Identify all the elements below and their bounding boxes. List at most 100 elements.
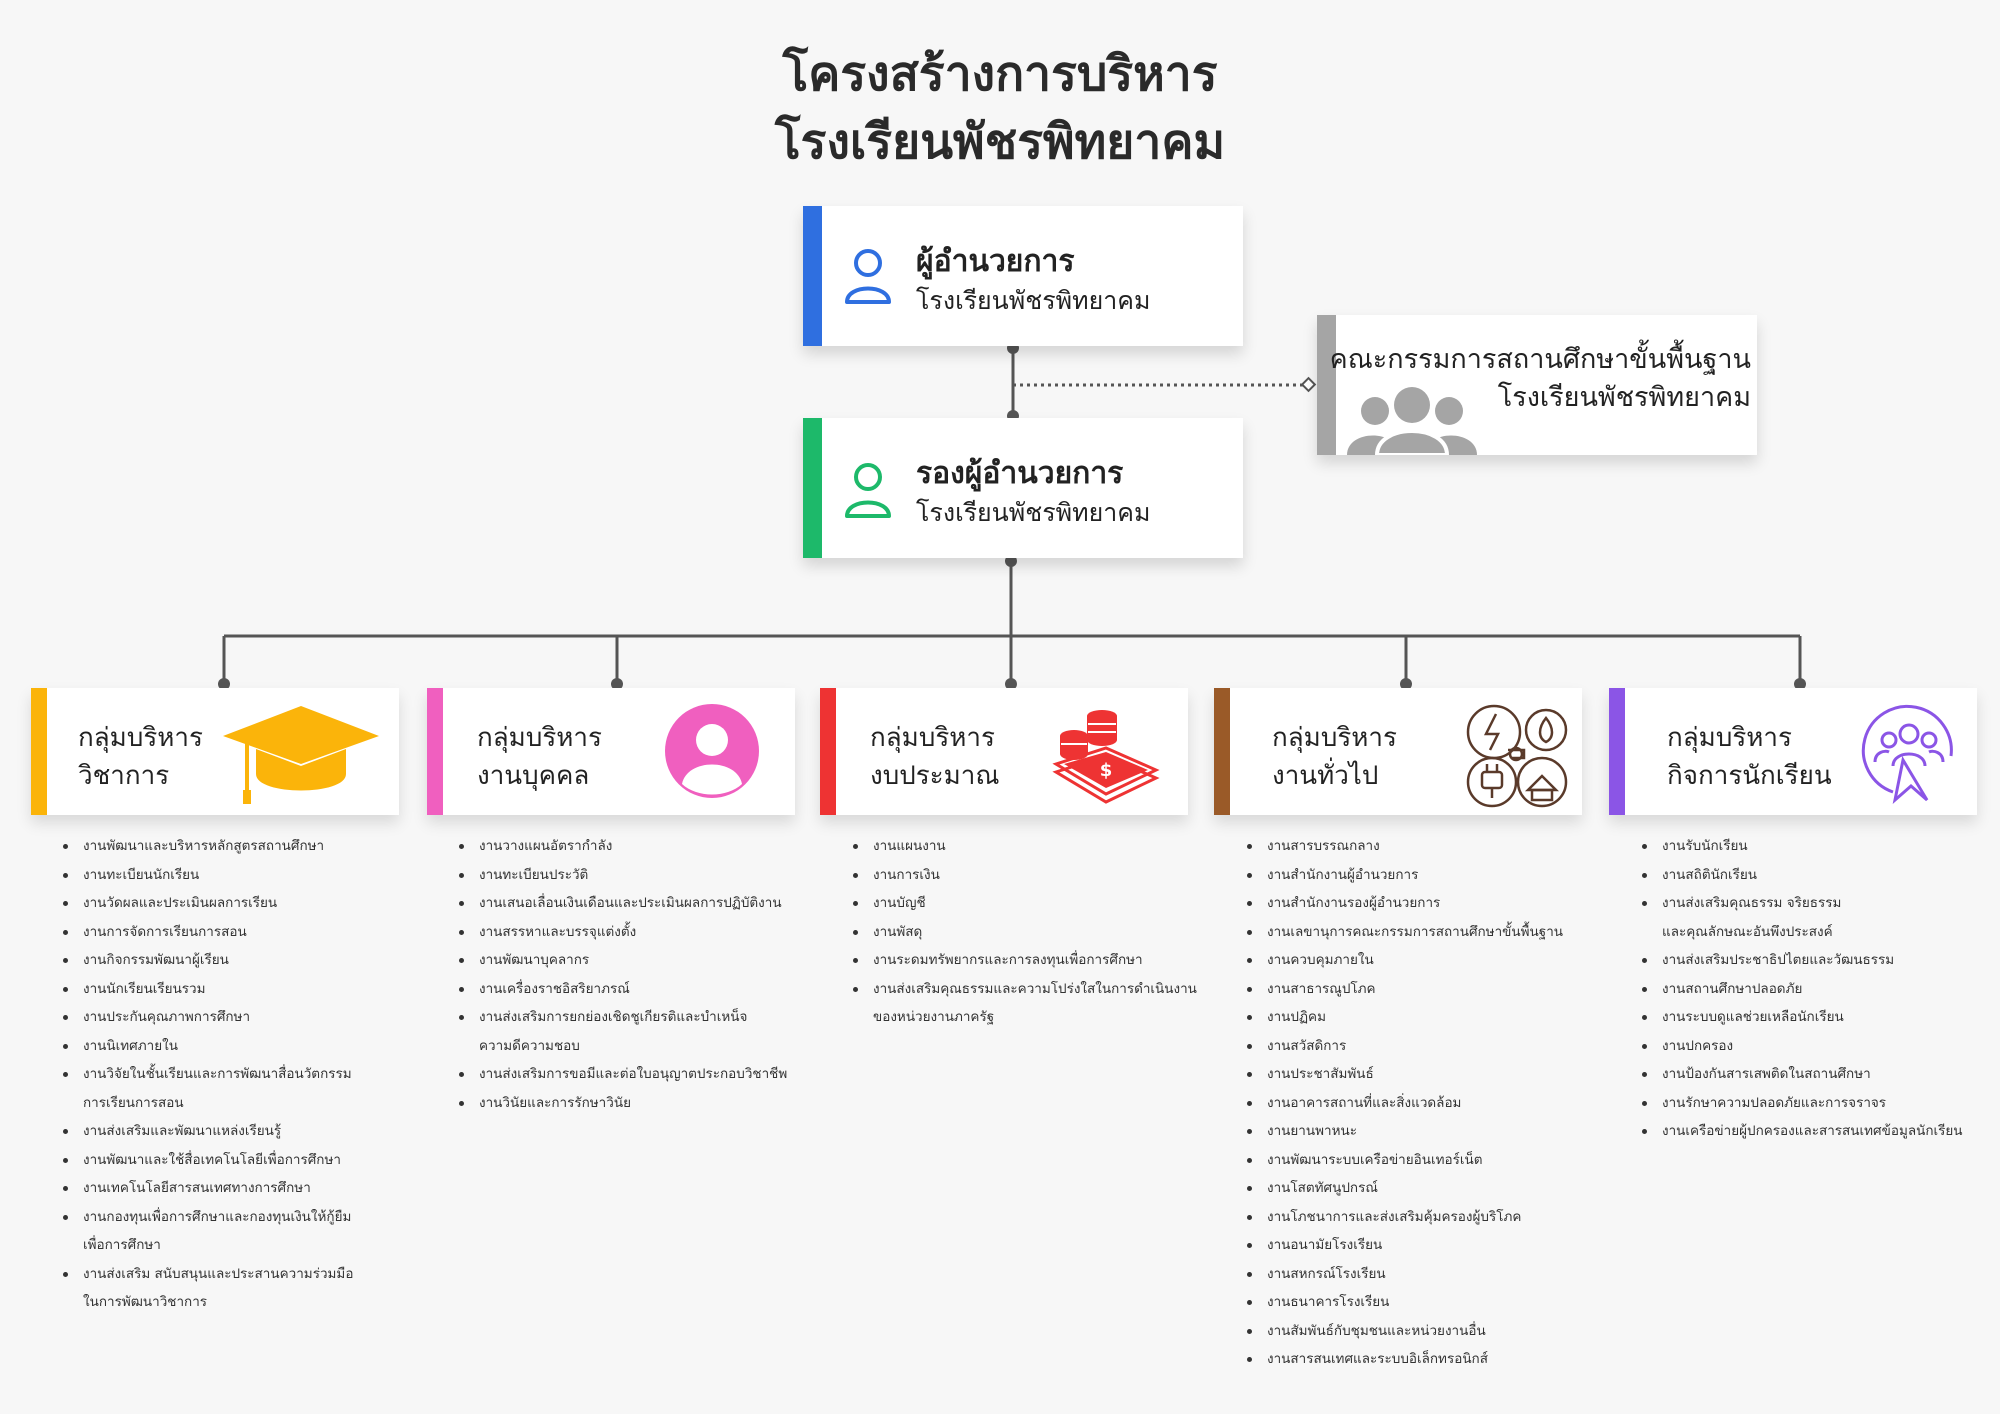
board-connector-diamond bbox=[1300, 376, 1317, 393]
list-item: งานวางแผนอัตรากำลัง bbox=[459, 832, 819, 861]
svg-text:$: $ bbox=[1100, 760, 1113, 781]
director-school: โรงเรียนพัชรพิทยาคม bbox=[916, 286, 1151, 315]
list-item: งานรับนักเรียน bbox=[1642, 832, 2000, 861]
list-item: งานเลขานุการคณะกรรมการสถานศึกษาขั้นพื้นฐ… bbox=[1247, 918, 1617, 947]
group-icon bbox=[1347, 387, 1477, 459]
group-name: กลุ่มบริหาร งานบุคคล bbox=[477, 723, 602, 791]
list-item: งานส่งเสริมคุณธรรม จริยธรรม และคุณลักษณะ… bbox=[1642, 889, 2000, 946]
list-item: งานวิจัยในชั้นเรียนและการพัฒนาสื่อนวัตกร… bbox=[63, 1060, 423, 1117]
task-list-personnel: งานวางแผนอัตรากำลัง งานทะเบียนประวัติ งา… bbox=[451, 832, 819, 1117]
director-card: ผู้อำนวยการ โรงเรียนพัชรพิทยาคม bbox=[803, 206, 1243, 346]
list-item: งานยานพาหนะ bbox=[1247, 1117, 1617, 1146]
group-name: กลุ่มบริหาร กิจการนักเรียน bbox=[1667, 723, 1832, 791]
list-item: งานส่งเสริม สนับสนุนและประสานความร่วมมือ… bbox=[63, 1260, 423, 1317]
group-card-student-affairs: กลุ่มบริหาร กิจการนักเรียน bbox=[1609, 688, 1977, 815]
group-card-budget: กลุ่มบริหาร งบประมาณ $ bbox=[820, 688, 1188, 815]
user-icon bbox=[843, 460, 893, 524]
list-item: งานระดมทรัพยากรและการลงทุนเพื่อการศึกษา bbox=[853, 946, 1223, 975]
list-item: งานส่งเสริมและพัฒนาแหล่งเรียนรู้ bbox=[63, 1117, 423, 1146]
list-item: งานการเงิน bbox=[853, 861, 1223, 890]
list-item: งานสารบรรณกลาง bbox=[1247, 832, 1617, 861]
list-item: งานประชาสัมพันธ์ bbox=[1247, 1060, 1617, 1089]
list-item: งานประกันคุณภาพการศึกษา bbox=[63, 1003, 423, 1032]
group-accent-bar bbox=[820, 688, 836, 815]
list-item: งานนักเรียนเรียนรวม bbox=[63, 975, 423, 1004]
deputy-school: โรงเรียนพัชรพิทยาคม bbox=[916, 498, 1151, 527]
list-item: งานสัมพันธ์กับชุมชนและหน่วยงานอื่น bbox=[1247, 1317, 1617, 1346]
list-item: งานเครือข่ายผู้ปกครองและสารสนเทศข้อมูลนั… bbox=[1642, 1117, 2000, 1146]
list-item: งานเทคโนโลยีสารสนเทศทางการศึกษา bbox=[63, 1174, 423, 1203]
list-item: งานโภชนาการและส่งเสริมคุ้มครองผู้บริโภค bbox=[1247, 1203, 1617, 1232]
list-item: งานรักษาความปลอดภัยและการจราจร bbox=[1642, 1089, 2000, 1118]
board-accent-bar bbox=[1317, 315, 1336, 455]
board-card: คณะกรรมการสถานศึกษาขั้นพื้นฐาน โรงเรียนพ… bbox=[1317, 315, 1757, 457]
group-name: กลุ่มบริหาร งานทั่วไป bbox=[1272, 723, 1397, 791]
list-item: งานวินัยและการรักษาวินัย bbox=[459, 1089, 819, 1118]
list-item: งานอาคารสถานที่และสิ่งแวดล้อม bbox=[1247, 1089, 1617, 1118]
list-item: งานพัฒนาและใช้สื่อเทคโนโลยีเพื่อการศึกษา bbox=[63, 1146, 423, 1175]
task-list-academic: งานพัฒนาและบริหารหลักสูตรสถานศึกษา งานทะ… bbox=[55, 832, 423, 1317]
list-item: งานพัสดุ bbox=[853, 918, 1223, 947]
group-drop-lines bbox=[218, 636, 1806, 690]
list-item: งานส่งเสริมประชาธิปไตยและวัฒนธรรม bbox=[1642, 946, 2000, 975]
list-item: งานควบคุมภายใน bbox=[1247, 946, 1617, 975]
list-item: งานเสนอเลื่อนเงินเดือนและประเมินผลการปฏิ… bbox=[459, 889, 819, 918]
list-item: งานปกครอง bbox=[1642, 1032, 2000, 1061]
list-item: งานสหกรณ์โรงเรียน bbox=[1247, 1260, 1617, 1289]
group-name: กลุ่มบริหาร วิชาการ bbox=[78, 723, 203, 791]
students-pointer-icon bbox=[1859, 700, 1959, 808]
list-item: งานสรรหาและบรรจุแต่งตั้ง bbox=[459, 918, 819, 947]
deputy-title: รองผู้อำนวยการ bbox=[916, 456, 1124, 491]
group-card-academic: กลุ่มบริหาร วิชาการ bbox=[31, 688, 399, 815]
group-accent-bar bbox=[1214, 688, 1230, 815]
list-item: งานส่งเสริมการยกย่องเชิดชูเกียรติและบำเห… bbox=[459, 1003, 819, 1060]
list-item: งานปฏิคม bbox=[1247, 1003, 1617, 1032]
list-item: งานการจัดการเรียนการสอน bbox=[63, 918, 423, 947]
director-title: ผู้อำนวยการ bbox=[916, 244, 1075, 279]
list-item: งานพัฒนาบุคลากร bbox=[459, 946, 819, 975]
list-item: งานโสตทัศนูปกรณ์ bbox=[1247, 1174, 1617, 1203]
board-school: โรงเรียนพัชรพิทยาคม bbox=[1497, 382, 1751, 413]
list-item: งานสถานศึกษาปลอดภัย bbox=[1642, 975, 2000, 1004]
list-item: งานกิจกรรมพัฒนาผู้เรียน bbox=[63, 946, 423, 975]
graduation-cap-icon bbox=[221, 704, 381, 808]
list-item: งานสถิตินักเรียน bbox=[1642, 861, 2000, 890]
list-item: งานธนาคารโรงเรียน bbox=[1247, 1288, 1617, 1317]
group-accent-bar bbox=[31, 688, 47, 815]
group-card-personnel: กลุ่มบริหาร งานบุคคล bbox=[427, 688, 795, 815]
list-item: งานแผนงาน bbox=[853, 832, 1223, 861]
list-item: งานสำนักงานผู้อำนวยการ bbox=[1247, 861, 1617, 890]
list-item: งานป้องกันสารเสพติดในสถานศึกษา bbox=[1642, 1060, 2000, 1089]
group-accent-bar bbox=[1609, 688, 1625, 815]
group-accent-bar bbox=[427, 688, 443, 815]
chart-title-line1: โครงสร้างการบริหาร bbox=[782, 46, 1218, 102]
task-list-budget: งานแผนงาน งานการเงิน งานบัญชี งานพัสดุ ง… bbox=[845, 832, 1223, 1032]
group-card-general: กลุ่มบริหาร งานทั่วไป bbox=[1214, 688, 1582, 815]
list-item: งานกองทุนเพื่อการศึกษาและกองทุนเงินให้กู… bbox=[63, 1203, 423, 1260]
list-item: งานสาธารณูปโภค bbox=[1247, 975, 1617, 1004]
list-item: งานสารสนเทศและระบบอิเล็กทรอนิกส์ bbox=[1247, 1345, 1617, 1374]
user-icon bbox=[843, 246, 893, 310]
list-item: งานสำนักงานรองผู้อำนวยการ bbox=[1247, 889, 1617, 918]
list-item: งานบัญชี bbox=[853, 889, 1223, 918]
list-item: งานเครื่องราชอิสริยาภรณ์ bbox=[459, 975, 819, 1004]
director-accent-bar bbox=[803, 206, 822, 346]
list-item: งานส่งเสริมคุณธรรมและความโปร่งใสในการดำเ… bbox=[853, 975, 1223, 1032]
person-circle-icon bbox=[663, 702, 761, 804]
list-item: งานวัดผลและประเมินผลการเรียน bbox=[63, 889, 423, 918]
list-item: งานนิเทศภายใน bbox=[63, 1032, 423, 1061]
list-item: งานระบบดูแลช่วยเหลือนักเรียน bbox=[1642, 1003, 2000, 1032]
board-title: คณะกรรมการสถานศึกษาขั้นพื้นฐาน bbox=[1329, 344, 1751, 375]
list-item: งานสวัสดิการ bbox=[1247, 1032, 1617, 1061]
list-item: งานส่งเสริมการขอมีและต่อใบอนุญาตประกอบวิ… bbox=[459, 1060, 819, 1089]
deputy-accent-bar bbox=[803, 418, 822, 558]
chart-title-line2: โรงเรียนพัชรพิทยาคม bbox=[774, 114, 1226, 170]
list-item: งานทะเบียนประวัติ bbox=[459, 861, 819, 890]
deputy-card: รองผู้อำนวยการ โรงเรียนพัชรพิทยาคม bbox=[803, 418, 1243, 558]
task-list-general: งานสารบรรณกลาง งานสำนักงานผู้อำนวยการ งา… bbox=[1239, 832, 1617, 1374]
group-name: กลุ่มบริหาร งบประมาณ bbox=[870, 723, 1000, 791]
list-item: งานพัฒนาระบบเครือข่ายอินเทอร์เน็ต bbox=[1247, 1146, 1617, 1175]
list-item: งานอนามัยโรงเรียน bbox=[1247, 1231, 1617, 1260]
task-list-student-affairs: งานรับนักเรียน งานสถิตินักเรียน งานส่งเส… bbox=[1634, 832, 2000, 1146]
